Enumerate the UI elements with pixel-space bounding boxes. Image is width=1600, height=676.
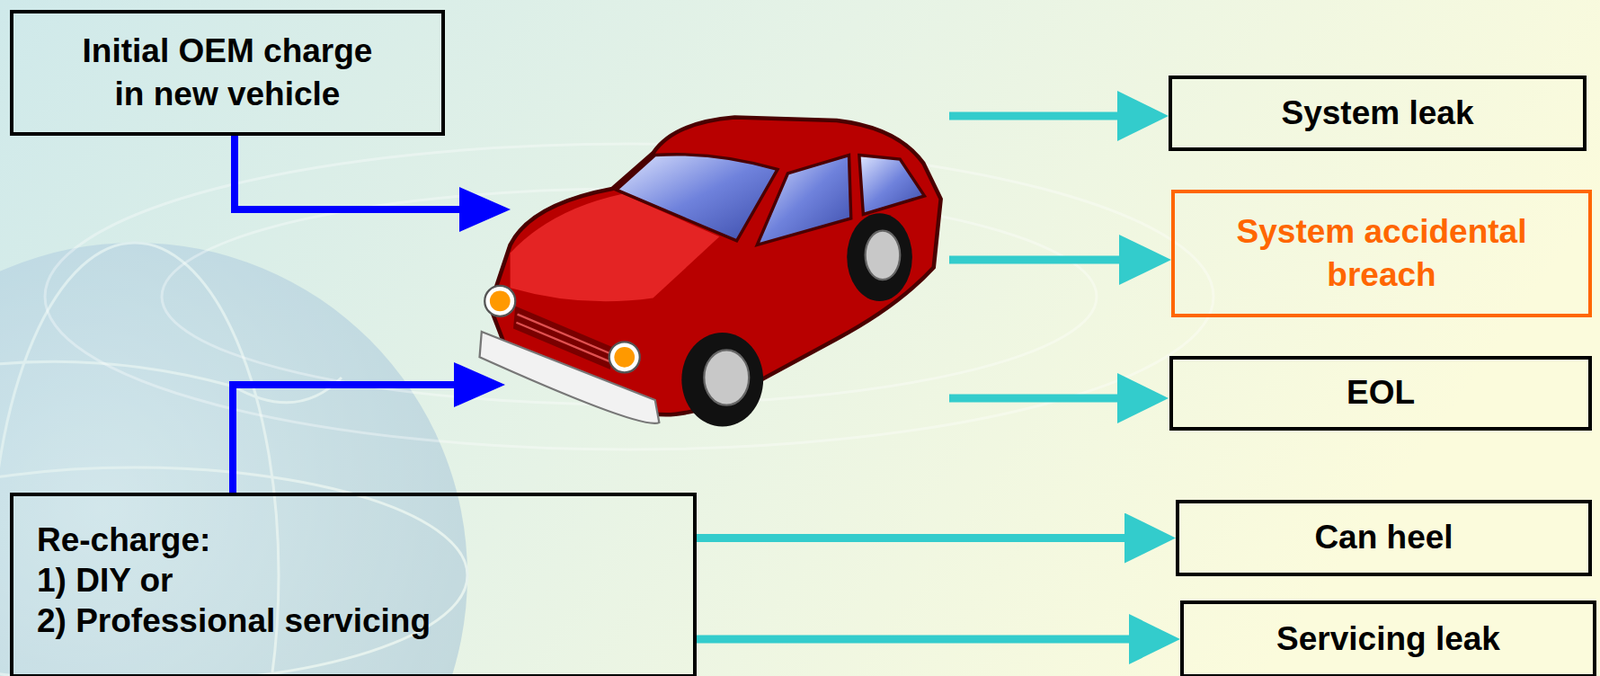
recharge-text: Re-charge: (36, 519, 211, 560)
swirl-lines (44, 143, 1214, 450)
globe-watermark (0, 242, 468, 676)
car-illustration (480, 117, 942, 427)
source-box: Initial OEM charge in new vehicle (9, 9, 445, 136)
loss-box: System leak (1168, 75, 1587, 152)
blue-feed-arrow (234, 135, 511, 232)
recharge-box: Re-charge:1) DIY or2) Professional servi… (9, 492, 697, 676)
box-label: Initial OEM charge in new vehicle (70, 29, 385, 116)
teal-loss-arrow (949, 234, 1172, 285)
loss-arrow (696, 635, 1136, 644)
blue-feed-arrow (232, 362, 506, 493)
recharge-text: 1) DIY or (36, 560, 173, 601)
loss-box: Servicing leak (1180, 600, 1597, 676)
teal-loss-arrow (949, 373, 1169, 424)
loss-box: EOL (1169, 355, 1592, 431)
box-label: Servicing leak (1276, 617, 1501, 661)
recharge-text: 2) Professional servicing (36, 600, 431, 641)
box-label: EOL (1346, 371, 1415, 415)
loss-box: Can heel (1175, 499, 1592, 577)
box-label: System accidental breach (1215, 210, 1548, 297)
loss-arrow (696, 533, 1131, 543)
box-label: Can heel (1314, 515, 1453, 560)
loss-box-highlight: System accidental breach (1171, 189, 1592, 318)
box-label: System leak (1281, 91, 1475, 135)
teal-loss-arrow (949, 90, 1169, 142)
